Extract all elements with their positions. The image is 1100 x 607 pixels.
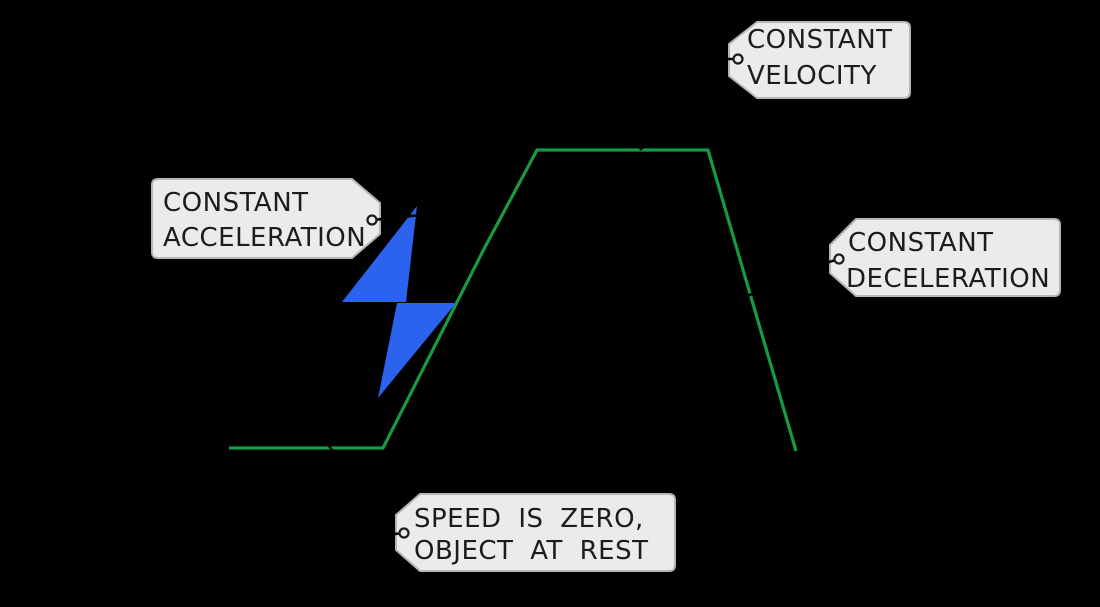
tag-constant-velocity-shape [728,21,911,99]
tag-constant-acceleration-line1: CONSTANT [163,188,309,218]
leader-line-constant-velocity [639,57,738,151]
lightning-bolt-lower-triangle [378,303,456,398]
tag-hole-constant-acceleration [366,214,378,226]
tag-hole-object-at-rest [398,527,410,539]
tag-constant-acceleration: CONSTANT ACCELERATION [151,178,381,259]
tag-object-at-rest-shape [395,493,676,572]
tag-constant-velocity: CONSTANT VELOCITY [728,21,911,99]
speed-time-curve [229,148,798,452]
tag-object-at-rest: SPEED IS ZERO, OBJECT AT REST [395,493,676,572]
tag-object-at-rest-line1: SPEED IS ZERO, [414,504,644,534]
tag-constant-velocity-line2: VELOCITY [747,61,877,91]
tag-constant-deceleration-line1: CONSTANT [848,228,994,258]
lightning-bolt-icon [342,206,456,398]
tag-constant-deceleration: CONSTANT DECELERATION [829,218,1061,297]
tag-constant-velocity-line1: CONSTANT [747,25,893,55]
lightning-bolt-upper-triangle [342,206,417,302]
tag-constant-acceleration-shape [151,178,381,259]
tag-constant-acceleration-line2: ACCELERATION [163,223,366,253]
tag-hole-constant-velocity [732,53,744,65]
tag-object-at-rest-line2: OBJECT AT REST [414,536,649,566]
tag-hole-constant-deceleration [833,253,845,265]
leader-line-object-at-rest [327,445,405,536]
tag-constant-deceleration-shape [829,218,1061,297]
tag-constant-deceleration-line2: DECELERATION [846,264,1050,294]
leader-line-constant-deceleration [744,257,840,299]
